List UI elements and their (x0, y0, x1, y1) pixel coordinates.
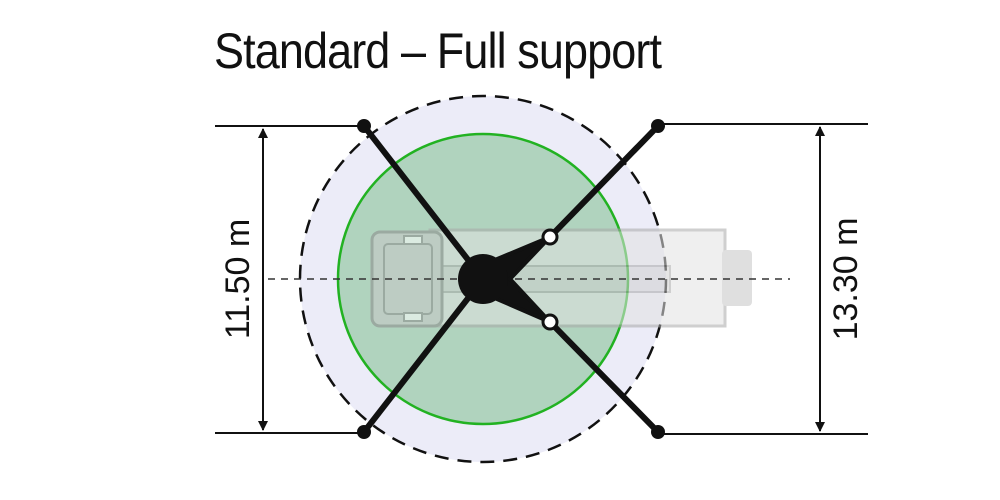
outrigger-front-right (361, 276, 486, 435)
rear-counterweight (722, 250, 752, 306)
right-dimension (658, 123, 868, 435)
left-dimension (215, 125, 364, 434)
outriggers (361, 123, 661, 435)
pivot-joint-top (541, 228, 559, 246)
outrigger-front-left (361, 123, 486, 282)
outrigger-foot (651, 425, 665, 439)
mirror-top (403, 235, 423, 245)
outrigger-foot (651, 119, 665, 133)
outrigger-rear-left (547, 123, 661, 240)
mirror-bottom (403, 312, 423, 322)
right-dimension-label: 13.30 m (827, 218, 865, 341)
outrigger-rear-right (547, 319, 661, 435)
vehicle (370, 228, 752, 328)
pivot-joint-bottom (541, 313, 559, 331)
diagram-title: Standard – Full support (214, 23, 662, 79)
slewing-center (458, 254, 508, 304)
left-dimension-label: 11.50 m (219, 219, 257, 339)
